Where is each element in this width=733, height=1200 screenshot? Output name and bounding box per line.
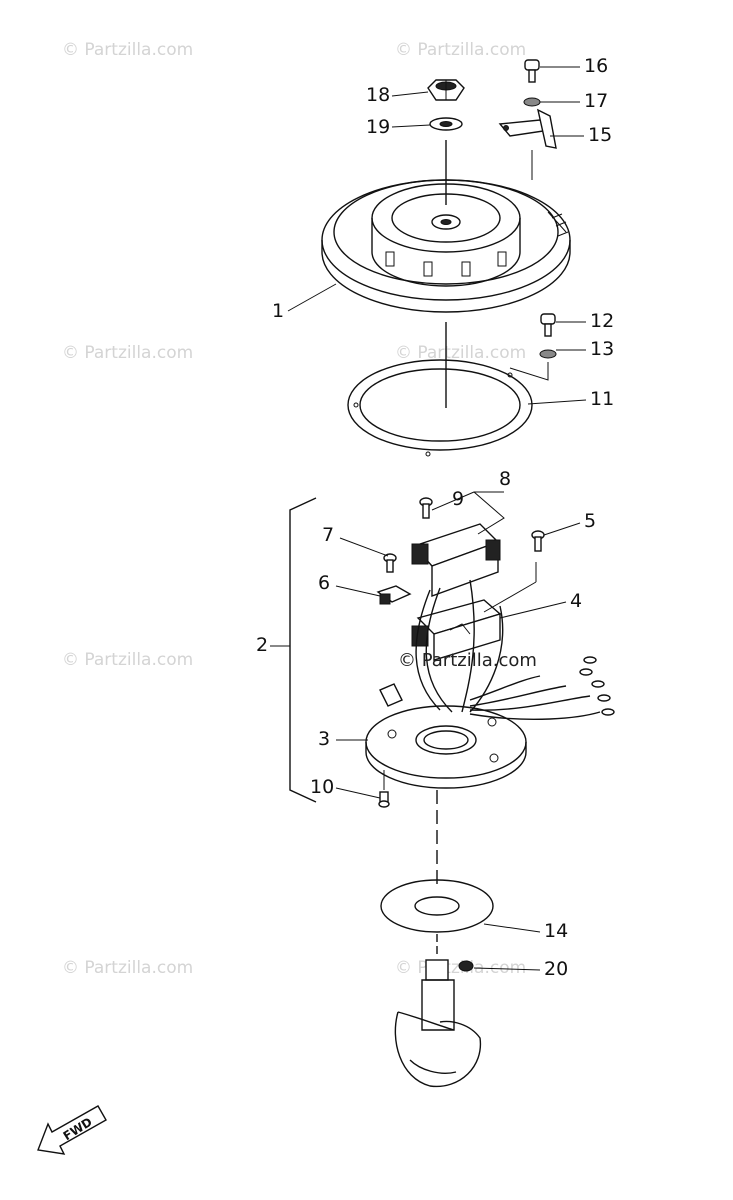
leader-lines	[270, 66, 587, 971]
group-bracket-2	[289, 497, 317, 803]
part-11-ring	[347, 359, 533, 457]
watermark: © Partzilla.com	[395, 343, 527, 363]
part-16-bolt	[524, 59, 540, 83]
callout-17: 17	[584, 90, 609, 112]
watermark: © Partzilla.com	[62, 958, 194, 978]
crankshaft	[394, 959, 482, 1088]
part-6-clamp	[376, 585, 412, 605]
callout-15: 15	[588, 124, 613, 146]
part-12-bolt	[540, 313, 556, 337]
callout-1: 1	[272, 300, 285, 322]
callout-8: 8	[499, 468, 512, 490]
part-10-screw	[378, 770, 390, 808]
center-watermark: © Partzilla.com	[398, 650, 537, 671]
part-19-washer	[429, 117, 463, 131]
callout-7: 7	[322, 524, 335, 546]
callout-6: 6	[318, 572, 331, 594]
callout-10: 10	[310, 776, 335, 798]
callout-11: 11	[590, 388, 615, 410]
callout-18: 18	[366, 84, 391, 106]
part-9-screw	[419, 497, 433, 519]
watermark: © Partzilla.com	[62, 40, 194, 60]
callout-4: 4	[570, 590, 583, 612]
callout-14: 14	[544, 920, 569, 942]
part-7-screw	[383, 553, 397, 573]
part-18-nut	[427, 79, 465, 101]
callout-5: 5	[584, 510, 597, 532]
part-20-key	[458, 960, 474, 972]
part-1-flywheel	[321, 179, 571, 313]
callout-3: 3	[318, 728, 331, 750]
callout-2: 2	[256, 634, 269, 656]
watermark: © Partzilla.com	[62, 343, 194, 363]
part-3-base-plate	[365, 683, 527, 789]
watermark: © Partzilla.com	[395, 40, 527, 60]
part-5-screw	[531, 530, 545, 552]
callout-20: 20	[544, 958, 569, 980]
watermark: © Partzilla.com	[62, 650, 194, 670]
callout-12: 12	[590, 310, 615, 332]
callout-19: 19	[366, 116, 391, 138]
part-17-washer	[523, 97, 541, 107]
callout-16: 16	[584, 55, 609, 77]
fwd-arrow-icon	[37, 1105, 107, 1155]
part-14-washer	[380, 879, 494, 933]
callout-13: 13	[590, 338, 615, 360]
callout-9: 9	[452, 488, 465, 510]
part-13-washer	[509, 349, 557, 381]
part-15-bracket	[498, 108, 557, 180]
part-8-coil	[411, 523, 501, 597]
